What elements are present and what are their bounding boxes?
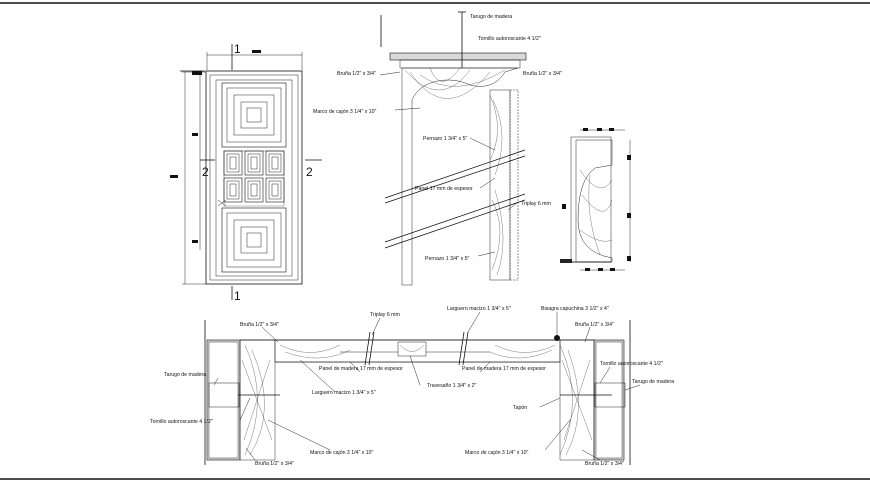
section-mark-bottom: 1 [234,289,241,303]
label-travesano: Travesaño 1 3/4" x 2" [427,383,476,389]
door-panel [233,219,275,261]
section-mark-left: 2 [202,165,209,179]
label-tarugo-l: Tarugo de madera [164,372,206,378]
label-panel-l: Panel de madera 17 mm de espesor [319,366,403,372]
label-pemazo-a: Pernazo 1 3/4" x 5" [423,136,468,142]
label-larguero-top: Larguero macizo 1 3/4" x 5" [447,306,511,312]
label-bruna-br: Bruña 1/2" x 3/4" [575,322,614,328]
label-tapon: Tapón [513,405,527,411]
label-marco-cajon-top: Marco de cajón 3 1/4" x 10" [313,109,377,115]
door-panel [229,183,237,197]
door-panel [226,87,282,143]
door-panel [221,207,287,273]
label-bisagra: Bisagra capuchina 3 1/2" x 4" [541,306,609,312]
door-panel [226,180,240,200]
door-panel [250,156,258,170]
door-panel [271,183,279,197]
label-tornillo-top: Tornillo autoroscante 4 1/2" [478,36,541,42]
section-mark-top: 1 [234,42,241,56]
label-triplay-bot: Triplay 6 mm [370,312,400,318]
label-larguero-bot: Larguero macizo 1 3/4" x 5" [312,390,376,396]
door-panel [250,183,258,197]
label-triplay-mid: Triplay 6 mm [521,201,551,207]
door-panel [229,156,237,170]
label-marco-cajon-l: Marco de cajón 3 1/4" x 10" [310,450,374,456]
door-panel [268,180,282,200]
door-panel [247,153,261,173]
label-bruna-bot-l: Bruña 1/2" x 3/4" [255,461,294,467]
door-panel [226,153,240,173]
label-panel-r: Panel de madera 17 mm de espesor [462,366,546,372]
label-tornillo-l: Tornillo autoroscante 4 1/2" [150,419,213,425]
door-panel [244,177,264,203]
label-bruna-bot-r: Bruña 1/2" x 3/4" [585,461,624,467]
label-tornillo-r: Tornillo autoroscante 4 1/2" [600,361,663,367]
door-panel [246,232,262,248]
horizontal-section: Bruña 1/2" x 3/4" Triplay 6 mm Larguero … [150,306,674,467]
door-elevation: 1 1 2 2 [170,42,322,303]
door-panel [240,101,268,129]
label-bruna-bl: Bruña 1/2" x 3/4" [240,322,279,328]
label-marco-cajon-r: Marco de cajón 3 1/4" x 10" [465,450,529,456]
section-mark-right: 2 [306,165,313,179]
label-pemazo-b: Pernazo 1 3/4" x 5" [425,256,470,262]
label-bruna-tl: Bruña 1/2" x 3/4" [337,71,376,77]
door-panel [226,212,282,268]
label-tarugo-top: Tarugo de madera [470,14,512,20]
vertical-section: Tarugo de madera Tornillo autoroscante 4… [313,11,562,286]
label-tarugo-r: Tarugo de madera [632,379,674,385]
label-panel-mid: Panel 17 mm de espesor [415,186,473,192]
door-panel [271,156,279,170]
door-panel [223,150,285,207]
door-panel [233,94,275,136]
door-panel [268,153,282,173]
label-bruna-tr: Bruña 1/2" x 3/4" [523,71,562,77]
door-panel [240,226,268,254]
door-panel [247,180,261,200]
profile-detail [560,128,631,271]
door-panel [246,107,262,123]
door-panel [221,82,287,148]
